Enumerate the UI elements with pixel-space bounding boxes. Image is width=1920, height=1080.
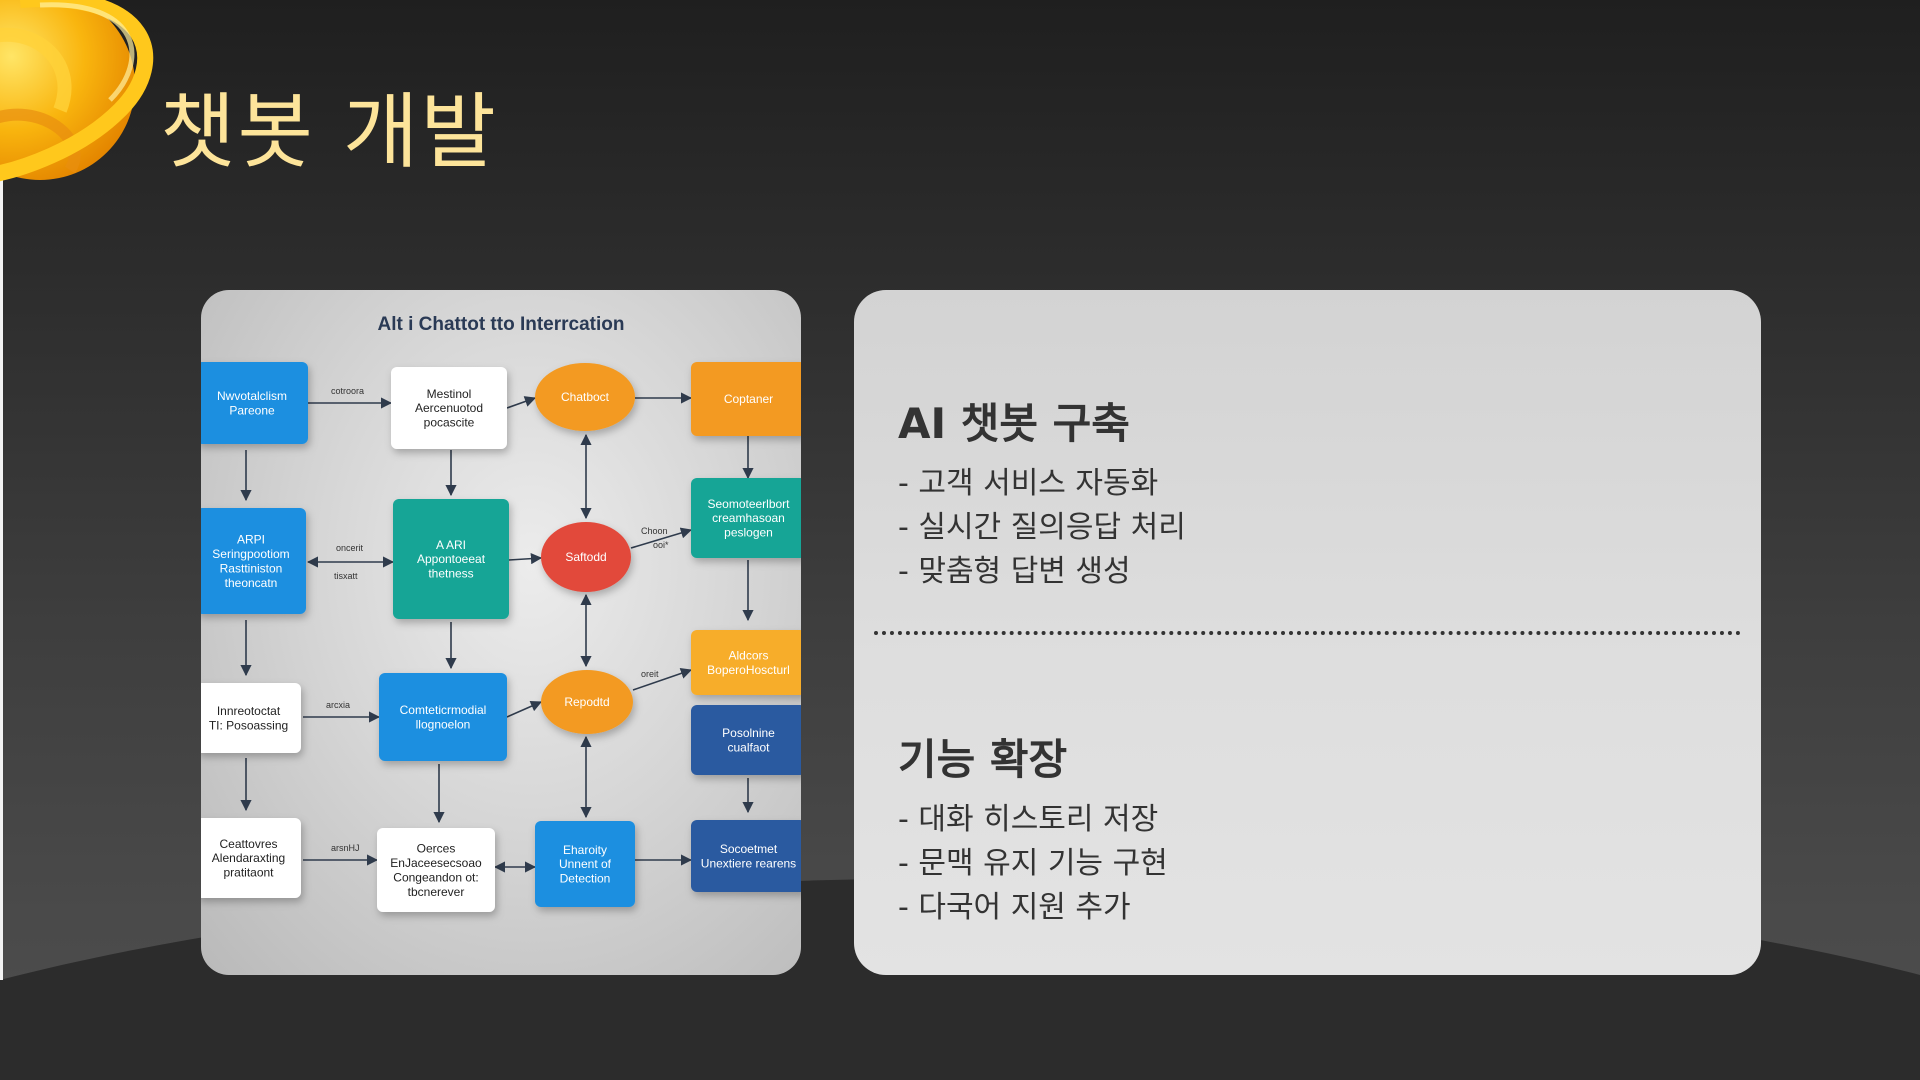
diagram-edge-label: ooi* (653, 540, 669, 550)
diagram-node-label: A ARI (436, 538, 466, 552)
diagram-edge-label: oncerit (336, 543, 364, 553)
diagram-arrow (630, 527, 693, 549)
diagram-node-label: Congeandon ot: (393, 870, 478, 884)
diagram-node-label: Pareone (229, 403, 275, 417)
diagram-node-label: Oerces (417, 842, 456, 856)
section-title-ai-build: AI 챗봇 구축 (898, 399, 1130, 448)
bullet-item: - 다국어 지원 추가 (898, 890, 1131, 925)
diagram-node-label: Nwvotalclism (217, 389, 287, 403)
bullet-item: - 대화 히스토리 저장 (898, 802, 1159, 837)
bullet-item: - 실시간 질의응답 처리 (898, 510, 1186, 545)
diagram-node-label: llognoelon (416, 717, 471, 731)
bullet-item: - 고객 서비스 자동화 (898, 466, 1159, 501)
diagram-node-label: peslogen (724, 526, 773, 540)
diagram-edge-label: arsnHJ (331, 843, 360, 853)
diagram-title: Alt i Chattot tto Interrcation (378, 314, 625, 335)
diagram-node-label: pocascite (424, 416, 475, 430)
diagram-node-label: Unextiere rearens (701, 856, 796, 870)
diagram-node-label: Eharoity (563, 843, 607, 857)
diagram-node-label: Ceattovres (219, 837, 277, 851)
diagram-arrow (632, 667, 693, 691)
slide-title: 챗봇 개발 (160, 85, 498, 180)
diagram-node: Repodtd (541, 670, 633, 734)
diagram-node-label: Comteticrmodial (400, 703, 487, 717)
diagram-edge-label: oreit (641, 669, 659, 679)
diagram-node-label: Seomoteerlbort (707, 497, 790, 511)
diagram-node-label: Innreotoctat (217, 704, 281, 718)
diagram-node-label: Coptaner (724, 392, 773, 406)
diagram-node: Coptaner (691, 362, 801, 436)
diagram-node-label: tbcnerever (408, 885, 465, 899)
diagram-arrow (508, 553, 543, 565)
diagram-node-label: EnJaceesecsoao (390, 856, 482, 870)
bullet-item: - 문맥 유지 기능 구현 (898, 846, 1168, 881)
diagram-node-label: Posolnine (722, 726, 775, 740)
diagram-node-label: cualfaot (727, 740, 770, 754)
chatbot-diagram-image: Alt i Chattot tto Interrcation cotroora o… (201, 290, 801, 975)
content-card: AI 챗봇 구축 - 고객 서비스 자동화 - 실시간 질의응답 처리 - 맞춤… (854, 290, 1761, 975)
diagram-node-label: ARPI (237, 533, 265, 547)
left-edge-line (0, 0, 3, 980)
planet-logo-icon (0, 0, 154, 182)
diagram-node-label: TI: Posoassing (209, 718, 288, 732)
diagram-node-label: Seringpootiom (212, 547, 289, 561)
diagram-node-label: Appontoeeat (417, 552, 486, 566)
diagram-node-label: Detection (560, 872, 611, 886)
diagram-node-label: BoperoHoscturl (707, 663, 790, 677)
diagram-node-label: Saftodd (565, 550, 606, 564)
section-divider (874, 631, 1741, 635)
diagram-node-label: Mestinol (427, 387, 472, 401)
diagram-node-label: Aercenuotod (415, 401, 483, 415)
diagram-node-label: theoncatn (225, 576, 278, 590)
diagram-edge-label: Choon (641, 526, 668, 536)
bullet-item: - 맞춤형 답변 생성 (898, 554, 1131, 589)
diagram-node-label: Rasttiniston (220, 561, 283, 575)
diagram-node-label: Unnent of (559, 857, 612, 871)
diagram-svg: Alt i Chattot tto Interrcation cotroora o… (201, 314, 801, 912)
diagram-node-label: Alendaraxting (212, 851, 285, 865)
section-title-feature-expansion: 기능 확장 (898, 735, 1068, 784)
diagram-node-label: pratitaont (223, 866, 274, 880)
diagram-arrow (506, 700, 543, 718)
diagram-arrow (506, 396, 537, 409)
diagram-node-label: thetness (428, 567, 473, 581)
diagram-node-label: Chatboct (561, 390, 610, 404)
diagram-node: Saftodd (541, 522, 631, 592)
diagram-edge-label: arcxia (326, 700, 350, 710)
diagram-node-label: Aldcors (728, 649, 768, 663)
diagram-node: Chatboct (535, 363, 635, 431)
diagram-node-label: creamhasoan (712, 511, 785, 525)
diagram-node-label: Repodtd (564, 695, 609, 709)
diagram-node-label: Socoetmet (720, 842, 778, 856)
diagram-edge-label: tisxatt (334, 571, 358, 581)
diagram-edge-label: cotroora (331, 386, 364, 396)
